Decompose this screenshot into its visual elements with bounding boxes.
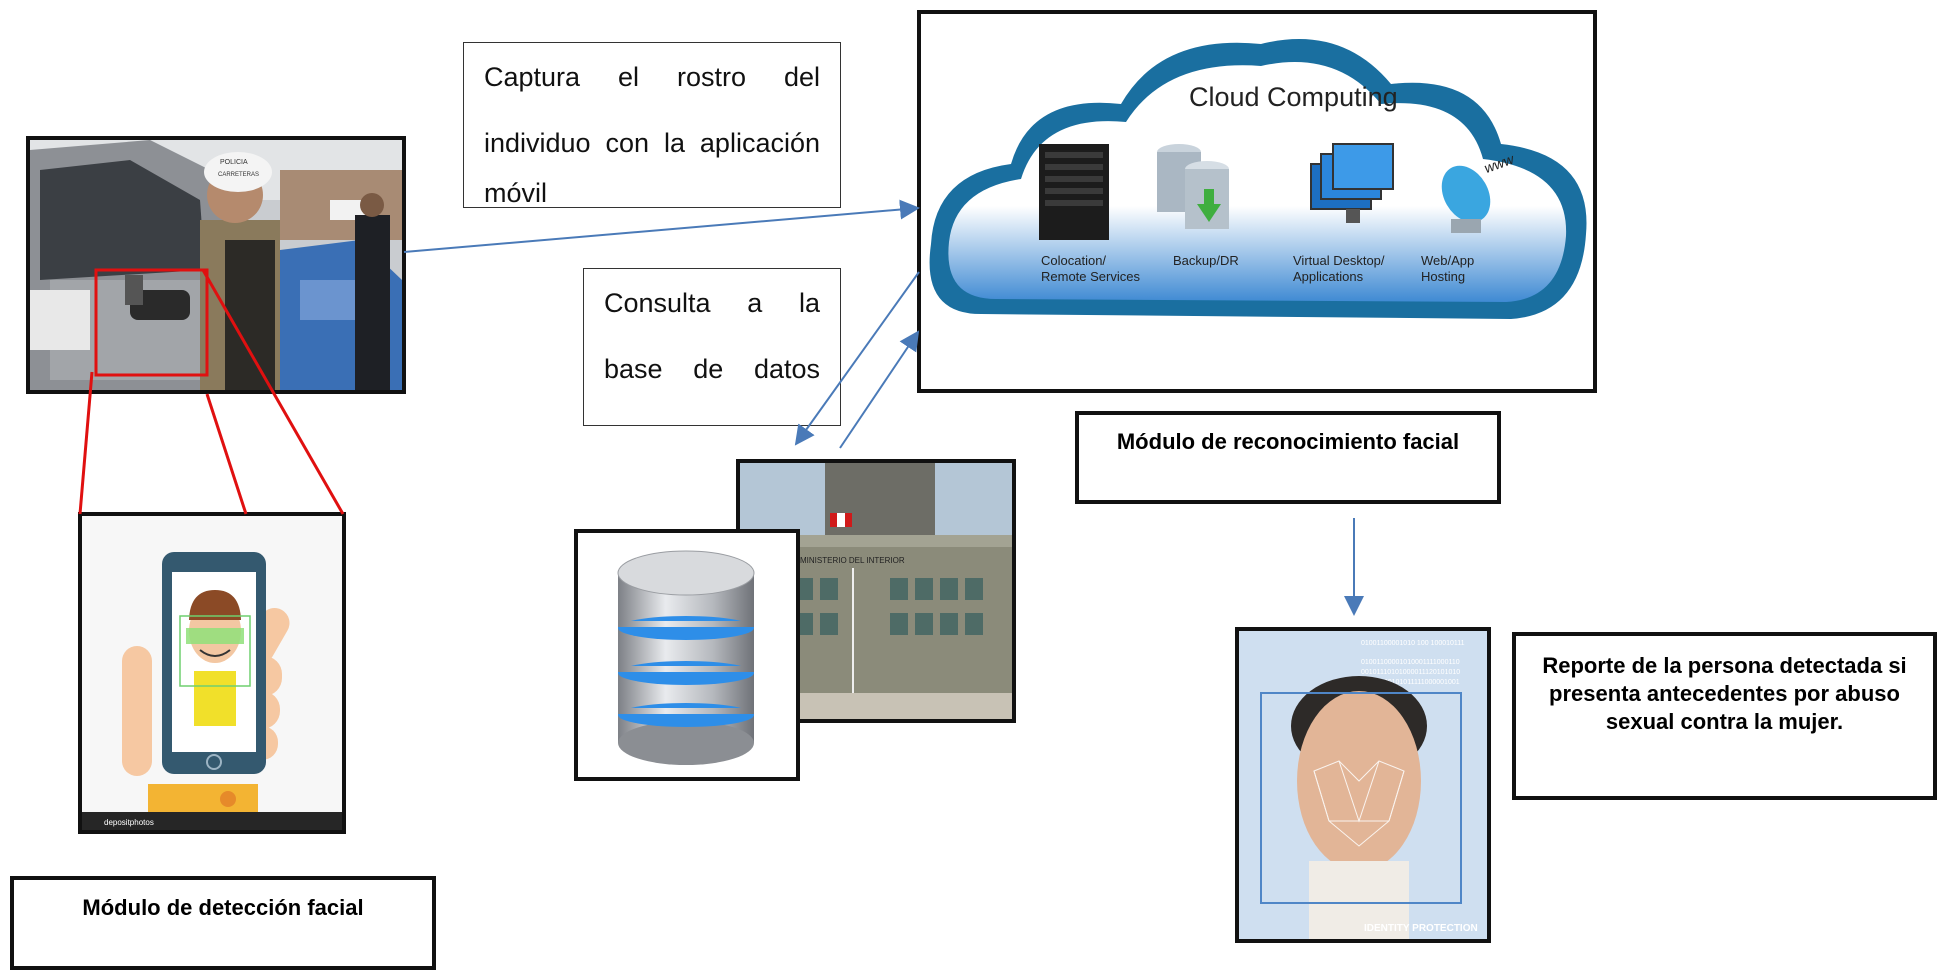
arrow-database-to-cloud	[839, 330, 920, 449]
face-detection-app-illustration: depositphotos	[78, 512, 346, 834]
cloud-item-1-label2: Remote Services	[1041, 269, 1140, 284]
binary-line-2: 01001100001010001111000110	[1361, 659, 1460, 666]
report-caption: Reporte de la persona detectada si prese…	[1512, 632, 1937, 800]
detection-module-text: Módulo de detección facial	[82, 895, 364, 920]
cloud-item-3-label1: Virtual Desktop/	[1293, 253, 1385, 268]
cloud-computing-panel: Cloud Computing	[917, 10, 1597, 393]
cloud-item-1-label1: Colocation/	[1041, 253, 1106, 268]
query-line-2: base de datos	[604, 354, 820, 384]
recognition-module-caption: Módulo de reconocimiento facial	[1075, 411, 1501, 504]
query-line-1: Consulta a la	[604, 288, 820, 318]
cloud-item-4-label1: Web/App	[1421, 253, 1474, 268]
cloud-item-3-label2: Applications	[1293, 269, 1364, 284]
helmet-text: POLICIA	[220, 159, 248, 166]
cloud-item-2-label1: Backup/DR	[1173, 253, 1239, 268]
binary-line-1: 01001100001010 100 100010111	[1361, 640, 1465, 647]
report-text: Reporte de la persona detectada si prese…	[1542, 653, 1907, 734]
cloud-illustration: Cloud Computing	[929, 39, 1587, 319]
face-recognition-illustration: 01001100001010 100 100010111 01001100001…	[1239, 631, 1487, 939]
helmet-unit-text: CARRETERAS	[218, 172, 259, 178]
cloud-item-4-label2: Hosting	[1421, 269, 1465, 284]
monitors-icon	[1310, 143, 1394, 223]
detection-module-caption: Módulo de detección facial	[10, 876, 436, 970]
watermark-text: depositphotos	[104, 818, 154, 827]
binary-line-4: 11010000101011111000001001	[1361, 679, 1460, 686]
database-backup-icon	[1157, 144, 1229, 229]
database-icon-panel	[574, 529, 800, 781]
identity-protection-text: IDENTITY PROTECTION	[1364, 923, 1478, 934]
recognition-module-text: Módulo de reconocimiento facial	[1116, 429, 1460, 454]
database-cylinder-icon	[617, 550, 755, 765]
capture-line-3: móvil	[484, 178, 548, 208]
building-sign: MINISTERIO DEL INTERIOR	[800, 556, 905, 565]
binary-line-3: 00101110101000011120101010	[1361, 669, 1460, 676]
police-scene-illustration: POLICIA CARRETERAS	[30, 140, 402, 390]
server-rack-icon	[1039, 144, 1109, 240]
police-officer-photo: POLICIA CARRETERAS	[26, 136, 406, 394]
arrow-photo-to-cloud	[403, 199, 920, 253]
capture-line-2: individuo con la aplicación	[484, 128, 820, 158]
identity-face-photo: 01001100001010 100 100010111 01001100001…	[1235, 627, 1491, 943]
zoom-line-middle	[205, 393, 248, 515]
capture-description-box: Captura el rostro del individuo con la a…	[463, 42, 841, 208]
query-description-box: Consulta a la base de datos	[583, 268, 841, 426]
cloud-title: Cloud Computing	[1189, 82, 1398, 112]
capture-line-1: Captura el rostro del	[484, 62, 820, 92]
phone-face-scan-icon: depositphotos	[82, 516, 342, 830]
